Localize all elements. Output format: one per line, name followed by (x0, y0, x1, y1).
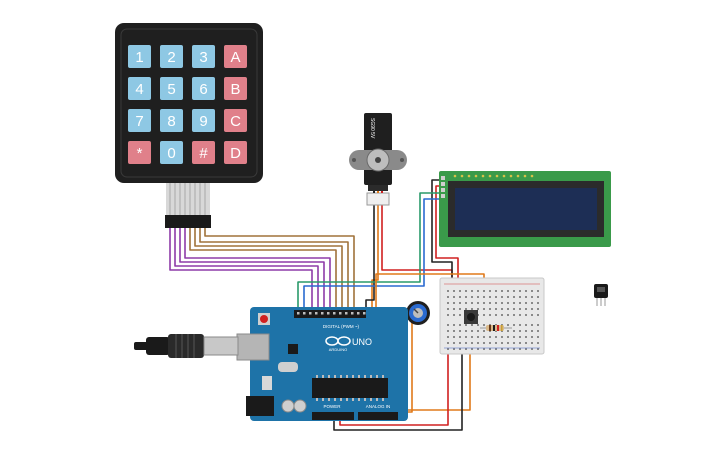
arduino-uno: DIGITAL (PWM ~) POWER ANALOG IN (236, 307, 408, 421)
keypad-key[interactable]: 6 (192, 77, 215, 100)
keypad-key-label: * (137, 145, 143, 162)
lcd-display (439, 171, 611, 247)
reset-button[interactable] (258, 313, 270, 325)
digital-header (294, 310, 366, 318)
lcd-screen (455, 188, 597, 230)
keypad-key-label: 8 (167, 113, 175, 130)
power-header (312, 412, 354, 420)
digital-pins (297, 312, 366, 315)
keypad-key[interactable]: B (224, 77, 247, 100)
lcd-pins (441, 176, 445, 198)
keypad-key-label: A (230, 49, 240, 66)
keypad-ribbon (165, 183, 211, 228)
arduino-model: UNO (352, 337, 372, 347)
keypad-key[interactable]: A (224, 45, 247, 68)
keypad-key-label: 0 (167, 145, 175, 162)
analog-header (358, 412, 398, 420)
arduino-logo: ARDUINO UNO (325, 336, 372, 352)
wire-lcd-2 (435, 185, 459, 290)
wire-red-power (339, 340, 449, 426)
power-jack (246, 396, 274, 416)
wire-keypad-7 (199, 228, 349, 312)
lcd-header-holes (453, 174, 534, 178)
wire-keypad-4 (184, 228, 331, 312)
keypad-key-label: 5 (167, 81, 175, 98)
keypad-key[interactable]: * (128, 141, 151, 164)
servo-label: SG90 5V (369, 118, 375, 139)
keypad-key-label: 3 (199, 49, 207, 66)
wire-keypad-3 (179, 228, 325, 312)
keypad-inner (120, 28, 258, 178)
keypad-key[interactable]: 4 (128, 77, 151, 100)
microcontroller-chip (312, 378, 388, 398)
wire-lcd-1 (431, 179, 453, 290)
arduino-brand: ARDUINO (329, 347, 347, 352)
wire-servo-signal (371, 205, 379, 312)
keypad-connector (165, 215, 211, 228)
keypad-key-label: B (230, 81, 240, 98)
keypad-key[interactable]: 0 (160, 141, 183, 164)
keypad-key[interactable]: 8 (160, 109, 183, 132)
servo-connector (366, 192, 390, 206)
wire-servo-ground (365, 205, 375, 312)
keypad-key[interactable]: 7 (128, 109, 151, 132)
power-label: POWER (323, 404, 341, 409)
keypad-key-label: 4 (135, 81, 143, 98)
potentiometer[interactable] (406, 301, 430, 325)
wire-keypad-1 (169, 228, 313, 312)
keypad-key-label: 2 (167, 49, 175, 66)
keypad-key-label: 6 (199, 81, 207, 98)
keypad-key[interactable]: D (224, 141, 247, 164)
keypad-key-label: 9 (199, 113, 207, 130)
keypad-key-label: 1 (135, 49, 143, 66)
usb-port (236, 333, 270, 361)
transistor-component (594, 284, 608, 306)
digital-label: DIGITAL (PWM ~) (323, 324, 360, 329)
keypad-key[interactable]: 3 (192, 45, 215, 68)
keypad-key[interactable]: 9 (192, 109, 215, 132)
keypad-key[interactable]: 1 (128, 45, 151, 68)
wire-keypad-2 (174, 228, 319, 312)
keypad-keys: 1 2 3 A 4 5 6 B 7 8 9 C * 0 # D (128, 45, 247, 164)
analog-label: ANALOG IN (366, 404, 391, 409)
keypad-key[interactable]: 2 (160, 45, 183, 68)
wire-keypad-6 (194, 228, 343, 312)
keypad-key-label: 7 (135, 113, 143, 130)
wire-lcd-4 (303, 198, 440, 312)
wire-keypad-5 (189, 228, 337, 312)
keypad-key-label: # (199, 145, 208, 162)
servo-motor: SG90 5V (349, 113, 407, 206)
usb-cable (134, 334, 239, 358)
keypad: 1 2 3 A 4 5 6 B 7 8 9 C * 0 # D (115, 23, 263, 228)
breadboard (439, 277, 545, 355)
keypad-key[interactable]: C (224, 109, 247, 132)
wire-keypad-8 (204, 228, 355, 312)
wire-lcd-3 (297, 192, 440, 312)
push-button[interactable] (464, 310, 478, 324)
keypad-key-label: D (230, 145, 241, 162)
keypad-key-label: C (230, 113, 241, 130)
keypad-key[interactable]: # (192, 141, 215, 164)
keypad-key[interactable]: 5 (160, 77, 183, 100)
resistor (480, 325, 512, 331)
